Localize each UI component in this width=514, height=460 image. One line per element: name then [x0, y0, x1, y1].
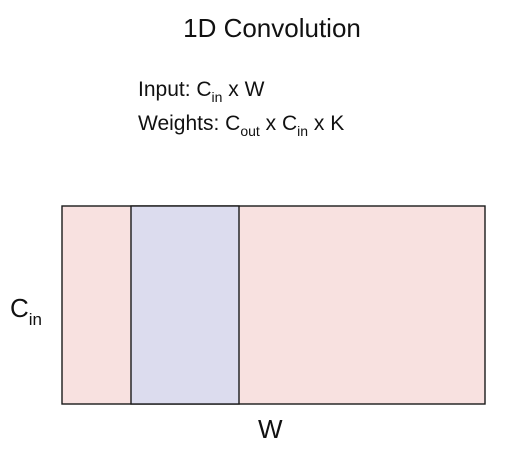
weights-shape-suffix: x K	[308, 112, 345, 135]
input-shape-line: Input: Cin x W	[138, 76, 264, 105]
input-shape-suffix: x W	[222, 78, 265, 101]
weights-shape-prefix: Weights: C	[138, 112, 241, 135]
weights-shape-line: Weights: Cout x Cin x K	[138, 110, 344, 139]
weights-shape-sub-in: in	[297, 123, 309, 139]
input-tensor-rect	[61, 205, 486, 405]
kernel-window-rect	[130, 205, 240, 405]
channels-axis-sub: in	[28, 310, 43, 329]
weights-shape-middle: x C	[259, 112, 298, 135]
width-axis-label: W	[258, 414, 283, 444]
input-shape-sub-in: in	[211, 89, 223, 105]
channels-axis-main: C	[10, 293, 29, 323]
weights-shape-sub-out: out	[240, 123, 260, 139]
channels-axis-label: Cin	[10, 291, 42, 329]
diagram-title: 1D Convolution	[183, 13, 361, 43]
input-shape-prefix: Input: C	[138, 78, 212, 101]
